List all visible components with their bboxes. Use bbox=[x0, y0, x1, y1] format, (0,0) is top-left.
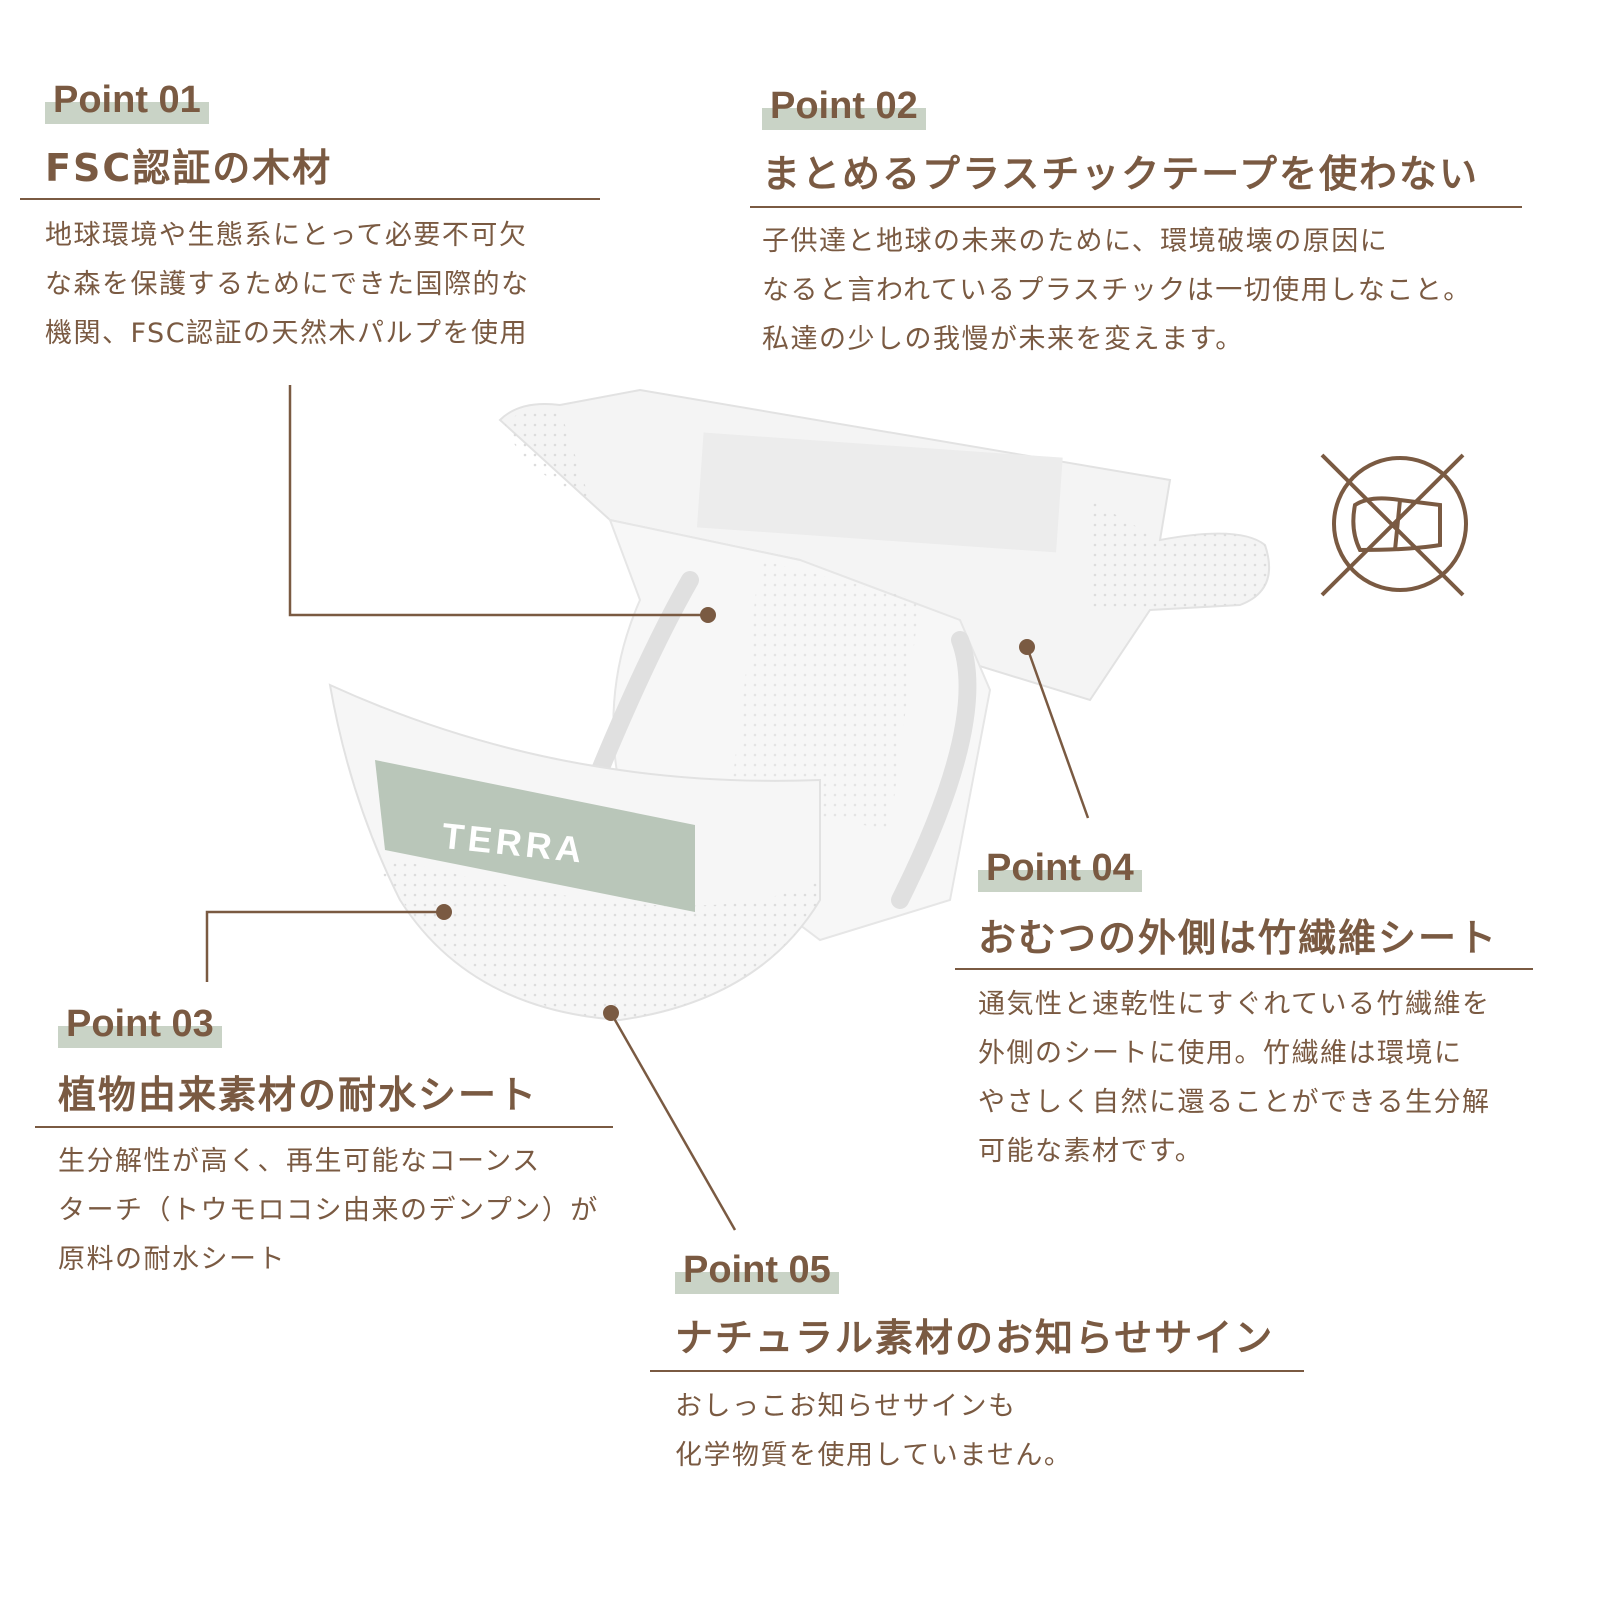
description-line: 化学物質を使用していません。 bbox=[675, 1440, 1073, 1471]
marker-dot-point-05 bbox=[603, 1005, 619, 1021]
point-label: Point 02 bbox=[762, 84, 926, 130]
description-line: 子供達と地球の未来のために、環境破壊の原因に bbox=[762, 226, 1389, 257]
marker-dot-point-03 bbox=[436, 904, 452, 920]
description-line: ターチ（トウモロコシ由来のデンプン）が bbox=[58, 1195, 599, 1226]
connector-point-05 bbox=[609, 1012, 737, 1231]
description-line: 外側のシートに使用。竹繊維は環境に bbox=[978, 1038, 1463, 1069]
description-line: おしっこお知らせサインも bbox=[675, 1391, 1017, 1422]
description-line: 生分解性が高く、再生可能なコーンス bbox=[58, 1146, 541, 1177]
description-line: やさしく自然に還ることができる生分解 bbox=[978, 1087, 1491, 1118]
point-title: ナチュラル素材のお知らせサイン bbox=[675, 1316, 1275, 1360]
description-line: 機関、FSC認証の天然木パルプを使用 bbox=[45, 318, 529, 349]
point-title: おむつの外側は竹繊維シート bbox=[978, 916, 1499, 960]
point-description: おしっこお知らせサインも 化学物質を使用していません。 bbox=[675, 1382, 1072, 1480]
connector-point-04 bbox=[1025, 646, 1090, 819]
diaper-image bbox=[328, 388, 1271, 1022]
point-description: 通気性と速乾性にすぐれている竹繊維を 外側のシートに使用。竹繊維は環境に やさし… bbox=[978, 980, 1490, 1176]
description-line: 可能な素材です。 bbox=[978, 1136, 1204, 1167]
point-title: 植物由来素材の耐水シート bbox=[58, 1073, 539, 1117]
point-label: Point 04 bbox=[978, 846, 1142, 892]
description-line: 通気性と速乾性にすぐれている竹繊維を bbox=[978, 989, 1491, 1020]
point-description: 地球環境や生態系にとって必要不可欠 な森を保護するためにできた国際的な 機関、F… bbox=[45, 211, 530, 358]
connector-point-03 bbox=[205, 910, 444, 982]
point-label: Point 01 bbox=[45, 78, 209, 124]
marker-dot-point-04 bbox=[1019, 639, 1035, 655]
description-line: 地球環境や生態系にとって必要不可欠 bbox=[45, 220, 528, 251]
point-title: まとめるプラスチックテープを使わない bbox=[762, 152, 1479, 196]
point-label: Point 03 bbox=[58, 1002, 222, 1048]
point-label: Point 05 bbox=[675, 1248, 839, 1294]
divider bbox=[650, 1370, 1304, 1372]
connector-point-01 bbox=[288, 385, 708, 617]
divider bbox=[750, 206, 1522, 208]
description-line: 原料の耐水シート bbox=[58, 1244, 286, 1275]
point-description: 子供達と地球の未来のために、環境破壊の原因に なると言われているプラスチックは一… bbox=[762, 217, 1472, 364]
description-line: 私達の少しの我慢が未来を変えます。 bbox=[762, 324, 1244, 355]
divider bbox=[955, 968, 1533, 970]
divider bbox=[20, 198, 600, 200]
point-description: 生分解性が高く、再生可能なコーンス ターチ（トウモロコシ由来のデンプン）が 原料… bbox=[58, 1137, 599, 1284]
no-plastic-tape-icon bbox=[1320, 453, 1468, 597]
marker-dot-point-01 bbox=[700, 607, 716, 623]
point-title: FSC認証の木材 bbox=[45, 146, 333, 190]
description-line: な森を保護するためにできた国際的な bbox=[45, 269, 530, 300]
connectors bbox=[205, 385, 1090, 1231]
divider bbox=[35, 1126, 613, 1128]
description-line: なると言われているプラスチックは一切使用しなこと。 bbox=[762, 275, 1472, 306]
